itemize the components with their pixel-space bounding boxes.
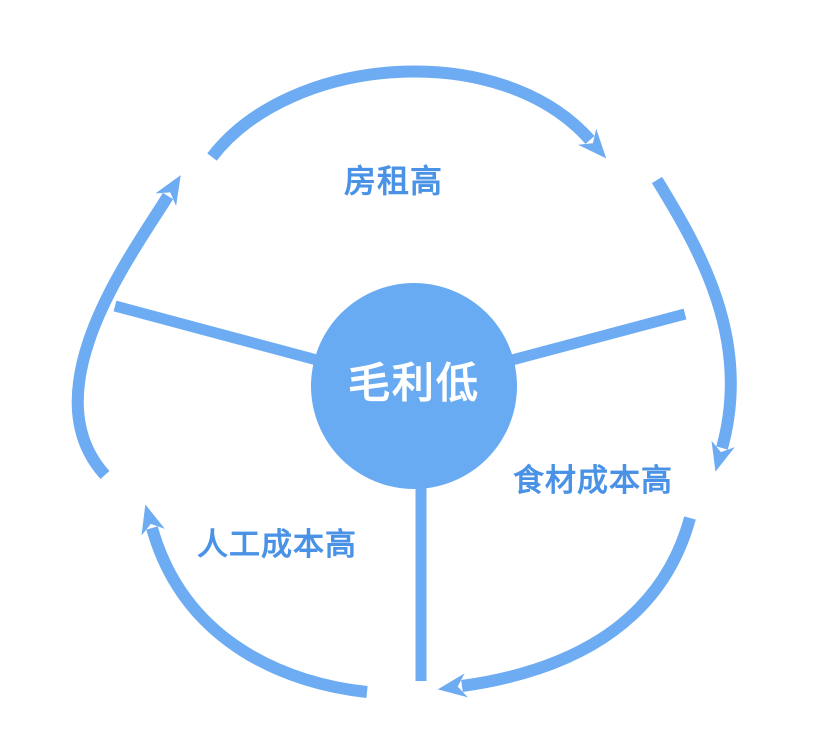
center-node-circle [311,283,517,489]
factor-label-food-cost: 食材成本高 [513,463,673,498]
cycle-arrow-right [651,176,737,472]
cycle-arrow-top [207,65,607,161]
center-node-label: 毛利低 [347,359,481,407]
cycle-arrow-bottom-right [437,516,696,698]
cycle-arrow-left [71,175,181,480]
factor-label-labor-cost: 人工成本高 [197,527,357,562]
factor-label-rent: 房租高 [344,163,444,199]
cycle-arrow-bottom-left [141,504,368,698]
cycle-arrows-group [71,65,737,698]
